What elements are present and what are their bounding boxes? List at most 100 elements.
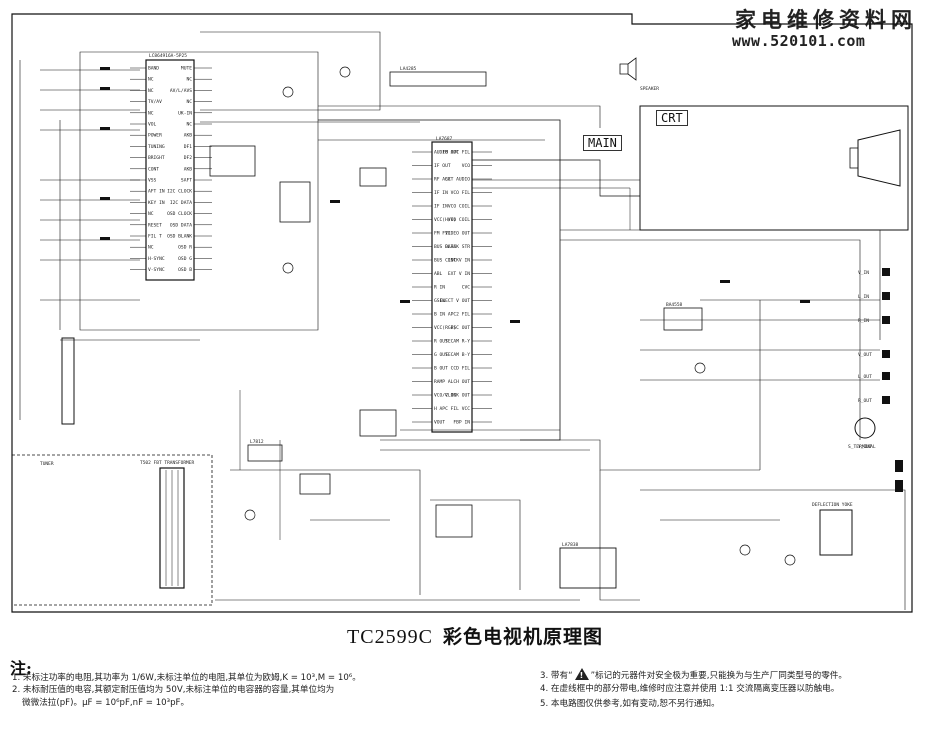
video-left-pin-8: BUS DATA (434, 244, 456, 250)
micro-left-pin-14: NC (148, 211, 154, 217)
video-left-pin-17: B OUT (434, 366, 448, 372)
video-right-pin-19: CLOCK OUT (445, 393, 470, 399)
tuner-label: TUNER (40, 461, 54, 467)
micro-left-pin-9: BRIGHT (148, 155, 165, 161)
micro-left-pin-4: TV/AV (148, 99, 162, 105)
micro-left-pin-16: FIL T (148, 234, 162, 240)
jack-label-3: R_IN (858, 318, 869, 324)
micro-left-pin-11: VSS (148, 178, 157, 184)
micro-right-pin-8: DF1 (184, 144, 193, 150)
video-left-pin-13: B IN (434, 312, 445, 318)
speaker-label: SPEAKER (640, 86, 659, 92)
video-left-pin-16: G OUT (434, 352, 448, 358)
jack-label-1: V_IN (858, 270, 869, 276)
micro-right-pin-11: SAFT (181, 178, 192, 184)
video-right-pin-20: VCC (462, 406, 471, 412)
micro-right-pin-3: AV/L/AVS (170, 88, 192, 94)
video-left-pin-11: R IN (434, 285, 445, 291)
micro-right-pin-15: OSD DATA (170, 222, 192, 228)
micro-left-pin-12: AFT IN (148, 189, 165, 195)
micro-pin-labels-right: MUTENCAV/L/AVSNCUK-INNCAKBDF1DF2AKBSAFTI… (167, 66, 212, 273)
micro-right-pin-6: NC (186, 122, 192, 128)
video-right-pin-1: FM APC FIL (442, 150, 470, 156)
warning-triangle-icon (574, 668, 589, 682)
main-board-label: MAIN (583, 135, 622, 151)
micro-right-pin-10: AKB (184, 166, 193, 172)
video-left-pin-10: ABL (434, 271, 443, 277)
note-3: 3. 带有“”标记的元器件对安全极为重要,只能换为与生产厂同类型号的零件。 (540, 668, 847, 682)
micro-left-pin-5: NC (148, 110, 154, 116)
video-right-pin-8: BLACK STR (445, 244, 470, 250)
micro-left-pin-10: CONT (148, 166, 159, 172)
jack-label-2: L_IN (858, 294, 869, 300)
video-left-pin-9: BUS CLOCK (434, 258, 459, 264)
video-right-pin-5: VCO COIL (448, 204, 470, 210)
video-left-pin-2: IF OUT (434, 163, 451, 169)
jack-label-8: S_TERMINAL (848, 444, 876, 450)
note-2-cont: 微微法拉(pF)。μF = 10⁶pF,nF = 10³pF。 (22, 698, 190, 708)
switch-ic-label: BA4558 (666, 302, 683, 308)
micro-left-pin-2: NC (148, 77, 154, 83)
video-chip-name: LA7687 (436, 136, 453, 142)
video-right-pin-21: FBP IN (453, 420, 470, 426)
note-3-suffix: ”标记的元器件对安全极为重要,只能换为与生产厂同类型号的零件。 (590, 671, 847, 681)
micro-left-pin-13: KEY IN (148, 200, 165, 206)
video-right-pin-12: SELECT V OUT (437, 298, 470, 304)
video-right-pin-18: H OUT (456, 379, 470, 385)
jack-label-4: V_OUT (858, 352, 872, 358)
micro-left-pin-8: TUNING (148, 144, 165, 150)
note-5: 5. 本电路图仅供参考,如有变动,恕不另行通知。 (540, 699, 720, 709)
brand-url[interactable]: www.520101.com (732, 32, 866, 50)
video-right-pin-10: EXT V IN (448, 271, 470, 277)
diagram-title: TC2599C 彩色电视机原理图 (0, 622, 950, 649)
title-text: 彩色电视机原理图 (442, 626, 603, 648)
video-left-pin-15: R OUT (434, 339, 448, 345)
video-right-pin-13: APC2 FIL (448, 312, 470, 318)
micro-right-pin-14: OSD CLOCK (167, 211, 192, 217)
micro-right-pin-12: I2C CLOCK (167, 189, 192, 195)
video-left-pin-3: RF AGC (434, 177, 451, 183)
micro-pin-labels-left: BAND NC NC TV/AV NC VOL POWER TUNING BRIGHT CONT V… (130, 66, 165, 273)
note-2: 2. 未标耐压值的电容,其额定耐压值均为 50V,未标注单位的电容器的容量,其单… (12, 685, 335, 695)
regulator-label: L7812 (250, 439, 264, 445)
title-model: TC2599C (347, 626, 433, 648)
micro-right-pin-5: UK-IN (178, 110, 192, 116)
micro-left-pin-18: H-SYNC (148, 256, 165, 262)
video-left-pin-19: VCO/V IN (434, 393, 456, 399)
video-right-pin-16: SECAM B-Y (445, 352, 470, 358)
micro-right-pin-18: OSD G (178, 256, 192, 262)
micro-left-pin-7: POWER (148, 133, 162, 139)
vert-ic-label: LA7838 (562, 542, 579, 548)
schematic-diagram: BAND NC NC TV/AV NC VOL POWER TUNING BRIGHT CONT V… (11, 13, 913, 613)
video-left-pin-20: H APC FIL (434, 406, 459, 412)
micro-right-pin-7: AKB (184, 133, 193, 139)
micro-left-pin-6: VOL (148, 122, 157, 128)
micro-right-pin-17: OSD R (178, 245, 192, 251)
video-right-pin-15: SECAM R-Y (445, 339, 470, 345)
micro-right-pin-1: MUTE (181, 66, 192, 72)
micro-right-pin-4: NC (186, 99, 192, 105)
micro-left-pin-19: V-SYNC (148, 267, 165, 273)
av-jack-labels: V_INL_INR_INV_OUTL_OUTR_OUTY_OUTS_TERMIN… (848, 270, 876, 450)
micro-left-pin-17: NC (148, 245, 154, 251)
crt-board-label: CRT (656, 110, 688, 126)
video-right-pin-7: VIDEO OUT (445, 231, 470, 237)
video-right-pin-14: FSC OUT (451, 325, 471, 331)
jack-label-6: R_OUT (858, 398, 872, 404)
micro-right-pin-13: I2C DATA (170, 200, 192, 206)
micro-right-pin-19: OSD B (178, 267, 192, 273)
video-left-pin-18: RAMP ALC (434, 379, 456, 385)
notes-heading: 注: (10, 659, 32, 678)
video-right-pin-4: VCO FIL (451, 190, 471, 196)
micro-right-pin-9: DF2 (184, 155, 193, 161)
jack-label-7: Y_OUT (858, 444, 872, 450)
deflection-label: DEFLECTION YOKE (812, 502, 853, 508)
micro-left-pin-3: NC (148, 88, 154, 94)
video-left-pin-1: AUDIO OUT (434, 150, 459, 156)
micro-left-pin-1: BAND (148, 66, 159, 72)
micro-left-pin-15: RESET (148, 222, 162, 228)
note-1: 1. 未标注功率的电阻,其功率为 1/6W,未标注单位的电阻,其单位为欧姆,K … (12, 673, 361, 683)
audio-ic-label: LA4285 (400, 66, 417, 72)
